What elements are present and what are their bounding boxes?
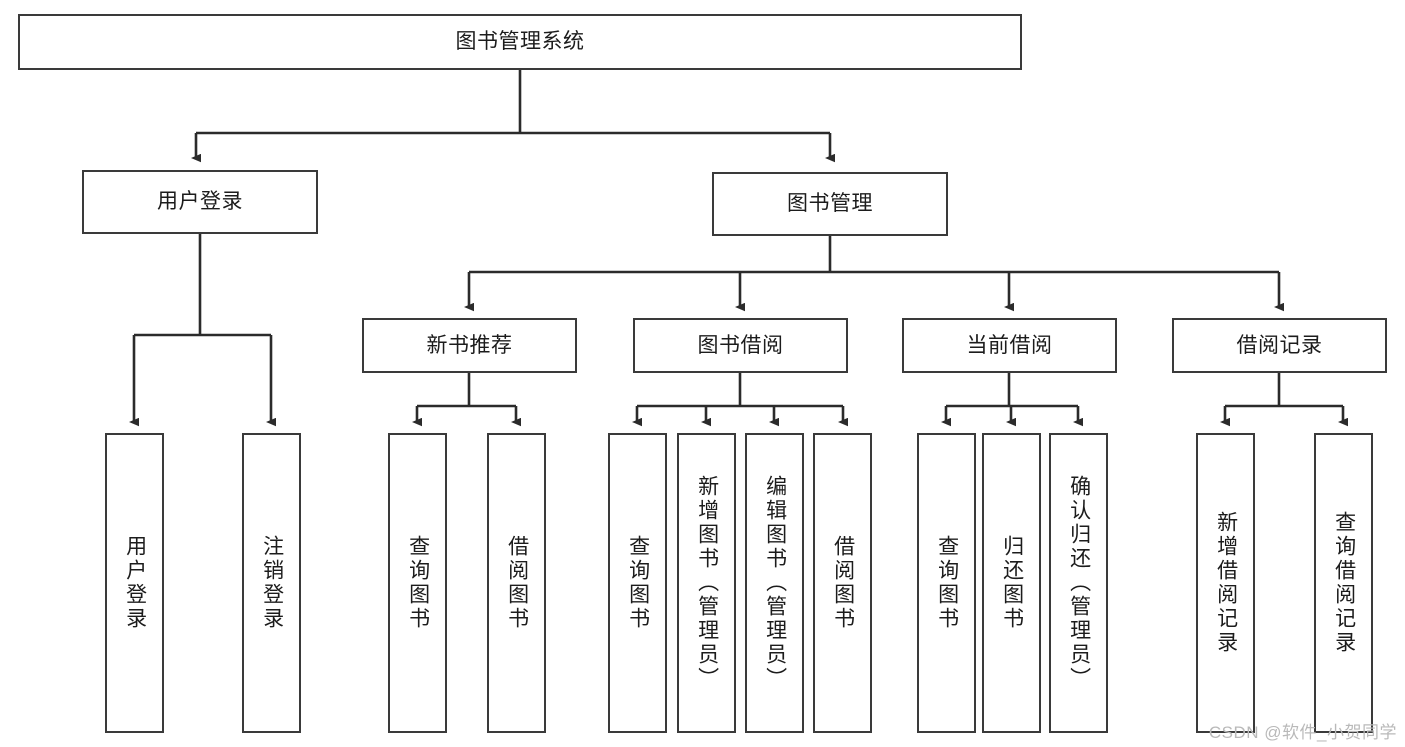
node-leaf-add-book-label: 新增图书（管理员） [695,475,719,691]
node-leaf-borrow-book-2-label: 借阅图书 [831,535,855,631]
node-leaf-return-book-label: 归还图书 [1000,535,1024,631]
node-leaf-borrow-book-2[interactable]: 借阅图书 [813,433,872,733]
node-leaf-query-book-3[interactable]: 查询图书 [917,433,976,733]
csdn-watermark: CSDN @软件_小贺同学 [1208,723,1397,742]
node-root-label: 图书管理系统 [455,30,585,54]
node-leaf-user-logout[interactable]: 注销登录 [242,433,301,733]
node-leaf-user-login-label: 用户登录 [123,535,147,631]
node-leaf-query-book-2[interactable]: 查询图书 [608,433,667,733]
node-leaf-borrow-book-1[interactable]: 借阅图书 [487,433,546,733]
node-leaf-add-record[interactable]: 新增借阅记录 [1196,433,1255,733]
node-leaf-query-book-1-label: 查询图书 [406,535,430,631]
node-book-manage-label: 图书管理 [787,192,873,216]
node-current-borrow[interactable]: 当前借阅 [902,318,1117,373]
node-new-book-rec-label: 新书推荐 [426,333,513,357]
node-leaf-query-record[interactable]: 查询借阅记录 [1314,433,1373,733]
node-leaf-add-book[interactable]: 新增图书（管理员） [677,433,736,733]
node-current-borrow-label: 当前借阅 [966,333,1053,357]
node-leaf-add-record-label: 新增借阅记录 [1214,511,1238,655]
node-leaf-query-book-1[interactable]: 查询图书 [388,433,447,733]
node-leaf-user-logout-label: 注销登录 [260,535,284,631]
node-borrow-record[interactable]: 借阅记录 [1172,318,1387,373]
node-user-login[interactable]: 用户登录 [82,170,318,234]
node-root[interactable]: 图书管理系统 [18,14,1022,70]
node-leaf-borrow-book-1-label: 借阅图书 [505,535,529,631]
node-leaf-edit-book[interactable]: 编辑图书（管理员） [745,433,804,733]
node-leaf-query-record-label: 查询借阅记录 [1332,511,1356,655]
node-new-book-rec[interactable]: 新书推荐 [362,318,577,373]
node-user-login-label: 用户登录 [157,190,243,214]
node-leaf-user-login[interactable]: 用户登录 [105,433,164,733]
node-book-manage[interactable]: 图书管理 [712,172,948,236]
node-leaf-edit-book-label: 编辑图书（管理员） [763,475,787,691]
node-book-borrow-label: 图书借阅 [697,333,784,357]
node-book-borrow[interactable]: 图书借阅 [633,318,848,373]
node-leaf-confirm-return-label: 确认归还（管理员） [1067,475,1091,691]
node-borrow-record-label: 借阅记录 [1236,333,1323,357]
node-leaf-return-book[interactable]: 归还图书 [982,433,1041,733]
node-leaf-query-book-2-label: 查询图书 [626,535,650,631]
node-leaf-confirm-return[interactable]: 确认归还（管理员） [1049,433,1108,733]
node-leaf-query-book-3-label: 查询图书 [935,535,959,631]
